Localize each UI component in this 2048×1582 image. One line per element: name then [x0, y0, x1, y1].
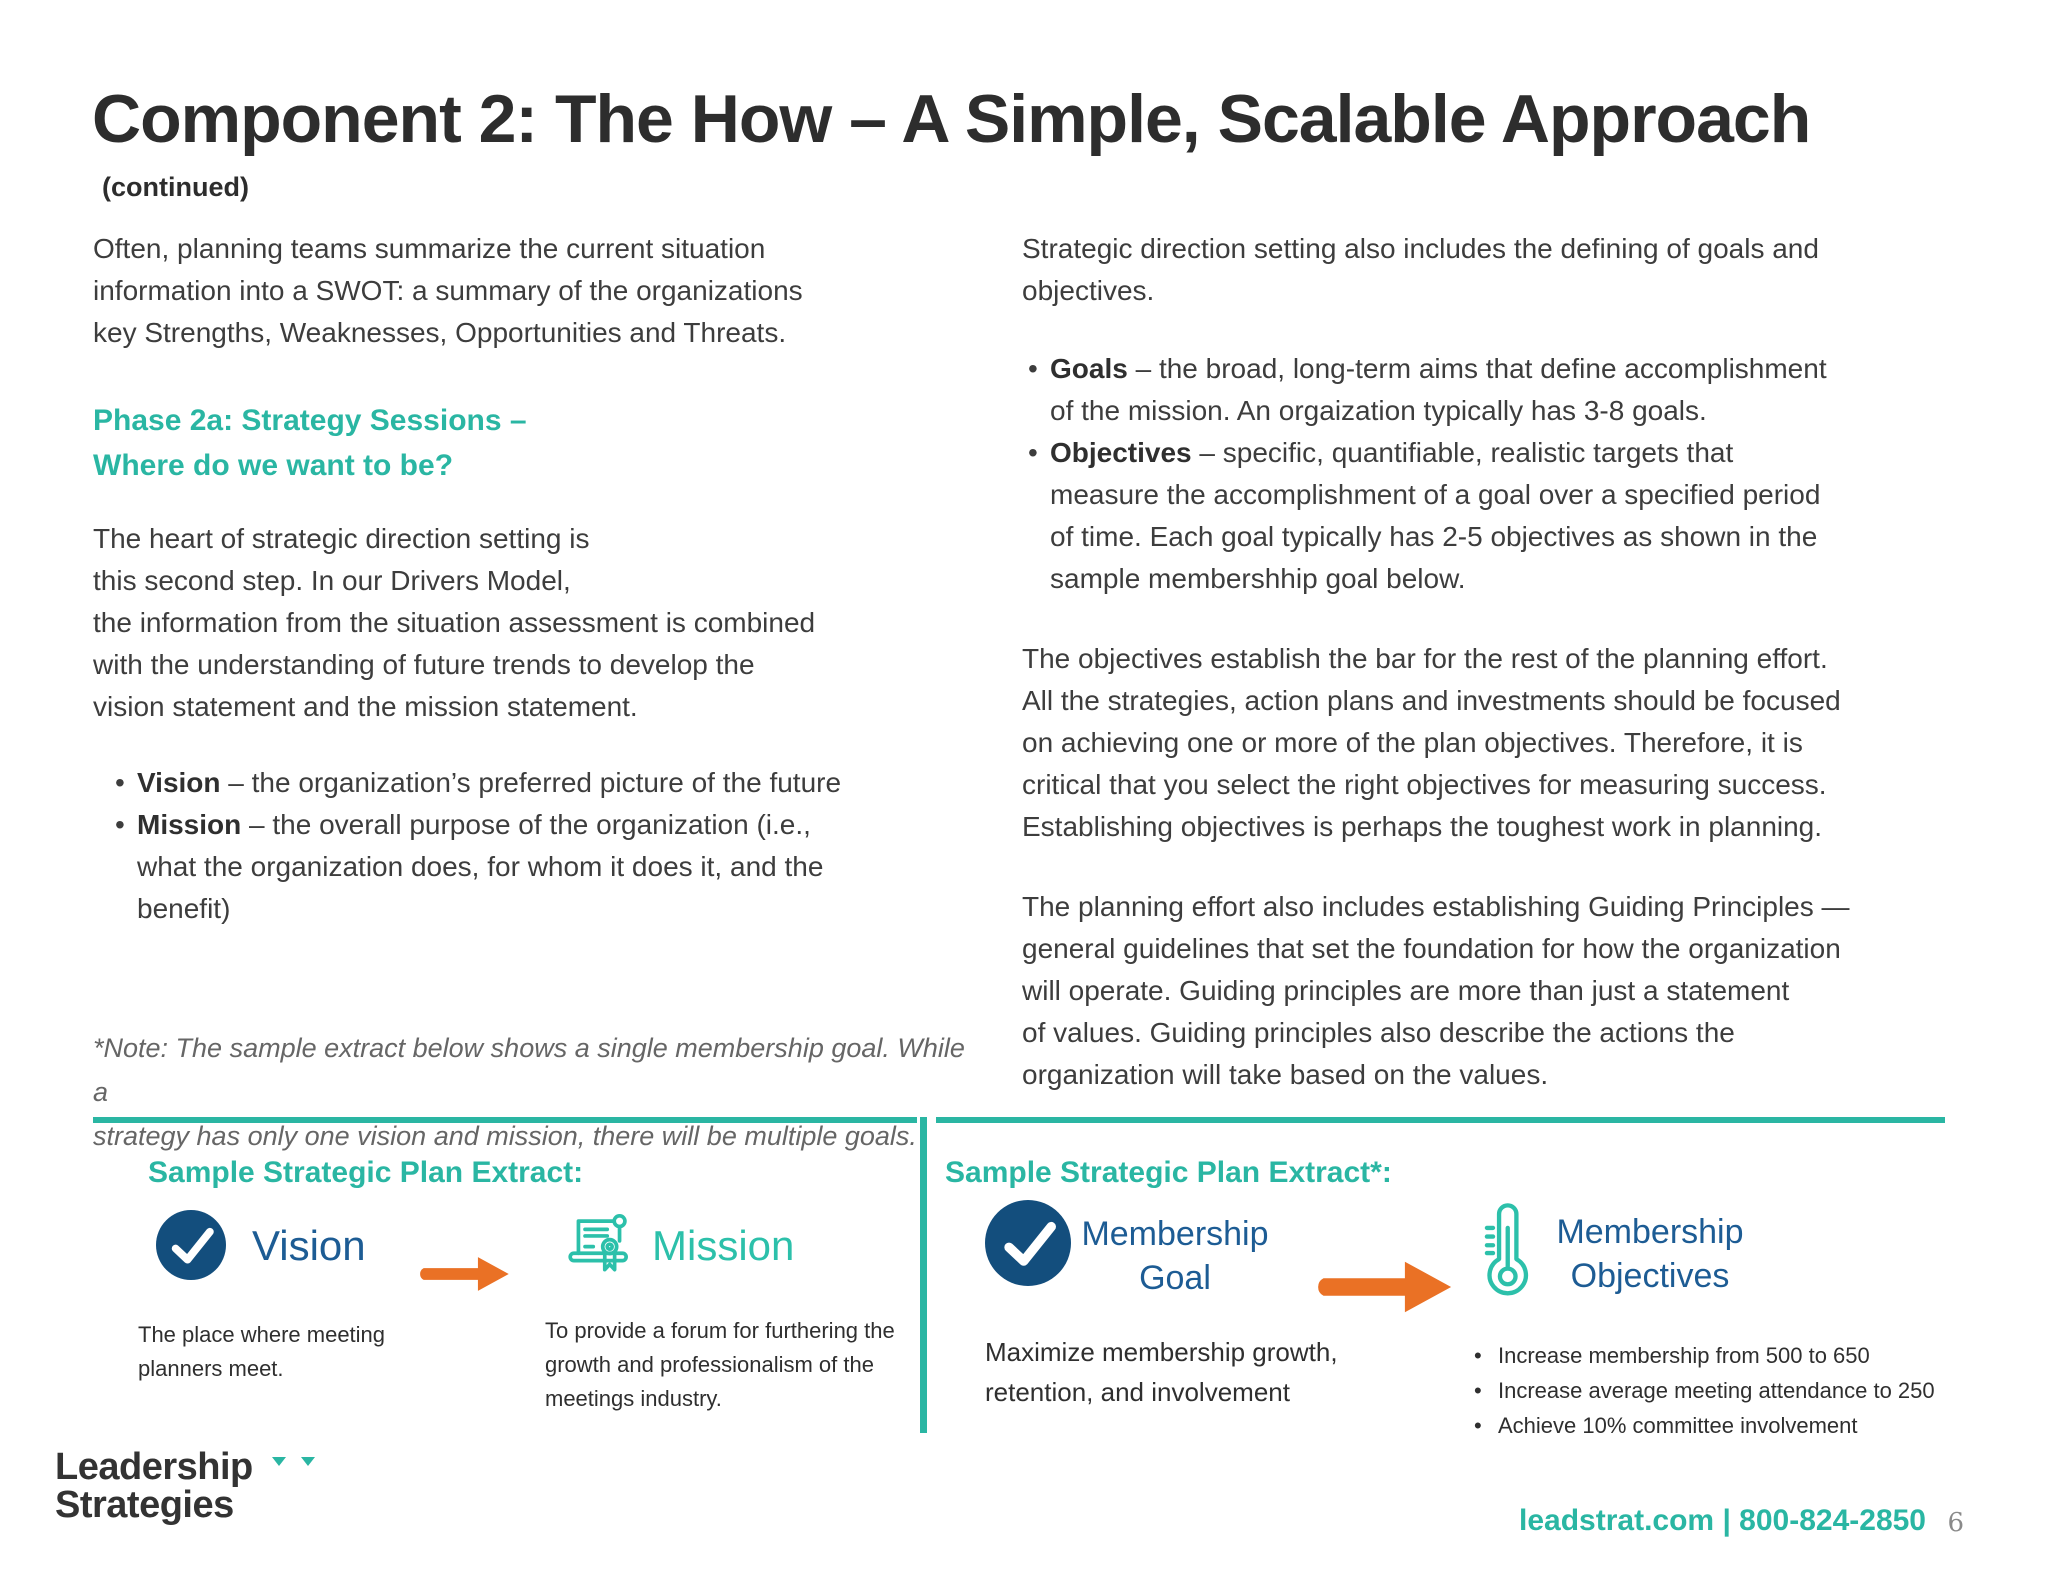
right-paragraph-guiding-principles: The planning effort also includes establ…: [1022, 891, 1850, 1090]
left-intro-paragraph: Often, planning teams summarize the curr…: [93, 233, 803, 348]
bullet-term: Objectives: [1050, 437, 1192, 468]
mission-label: Mission: [652, 1222, 795, 1269]
horizontal-divider-left: [93, 1117, 917, 1123]
right-intro-paragraph: Strategic direction setting also include…: [1022, 233, 1819, 306]
list-item: Increase average meeting attendance to 2…: [1470, 1373, 1970, 1408]
bullet-term: Vision: [137, 767, 221, 798]
left-bullet-list: Vision – the organization’s preferred pi…: [93, 762, 973, 930]
list-item: Objectives – specific, quantifiable, rea…: [1022, 432, 2022, 600]
bullet-text: – the organization’s preferred picture o…: [220, 767, 842, 798]
bullet-text: – the overall purpose of the organizatio…: [137, 809, 824, 924]
check-circle-icon: [156, 1210, 226, 1280]
list-item: Increase membership from 500 to 650: [1470, 1338, 1970, 1373]
list-item: Achieve 10% committee involvement: [1470, 1408, 1970, 1443]
vision-description: The place where meeting planners meet.: [138, 1322, 386, 1381]
list-item: Vision – the organization’s preferred pi…: [93, 762, 973, 804]
triangle-down-icon: [301, 1457, 315, 1466]
bullet-text: – specific, quantifiable, realistic targ…: [1050, 437, 1821, 594]
vision-label: Vision: [252, 1222, 366, 1269]
right-paragraph-objectives: The objectives establish the bar for the…: [1022, 643, 1841, 842]
bullet-term: Goals: [1050, 353, 1128, 384]
right-bullet-list: Goals – the broad, long-term aims that d…: [1022, 348, 2022, 600]
bullet-term: Mission: [137, 809, 242, 840]
membership-goal-description: Maximize membership growth, retention, a…: [985, 1337, 1338, 1407]
logo-line-2: Strategies: [55, 1484, 234, 1526]
page-title: Component 2: The How – A Simple, Scalabl…: [92, 81, 1811, 157]
triangle-down-icon: [272, 1457, 286, 1466]
arrow-right-icon: [1300, 1254, 1468, 1320]
logo-line-1: Leadership: [55, 1446, 253, 1488]
footer-contact: leadstrat.com | 800-824-2850: [1519, 1504, 1926, 1537]
bullet-text: – the broad, long-term aims that define …: [1050, 353, 1827, 426]
leadership-strategies-logo: Leadership Strategies: [55, 1448, 455, 1524]
horizontal-divider-right: [936, 1117, 1945, 1123]
membership-goal-label: Membership Goal: [1081, 1215, 1269, 1297]
objectives-bullet-list: Increase membership from 500 to 650 Incr…: [1470, 1338, 1970, 1443]
vertical-divider: [920, 1117, 927, 1433]
page-subtitle: (continued): [102, 172, 249, 202]
list-item: Goals – the broad, long-term aims that d…: [1022, 348, 2022, 432]
page-number: 6: [1947, 1508, 1964, 1538]
left-body-paragraph: The heart of strategic direction setting…: [93, 523, 816, 722]
check-circle-icon: [985, 1200, 1071, 1286]
sample-extract-heading-left: Sample Strategic Plan Extract:: [148, 1156, 584, 1189]
membership-objectives-label: Membership Objectives: [1556, 1213, 1744, 1295]
thermometer-icon: [1480, 1198, 1532, 1302]
arrow-right-icon: [412, 1252, 516, 1296]
list-item: Mission – the overall purpose of the org…: [93, 804, 973, 930]
mission-description: To provide a forum for furthering the gr…: [545, 1318, 895, 1411]
certificate-icon: [562, 1206, 636, 1284]
phase-heading: Phase 2a: Strategy Sessions – Where do w…: [93, 404, 527, 482]
note-text: *Note: The sample extract below shows a …: [93, 1033, 965, 1151]
sample-extract-heading-right: Sample Strategic Plan Extract*:: [945, 1156, 1392, 1189]
